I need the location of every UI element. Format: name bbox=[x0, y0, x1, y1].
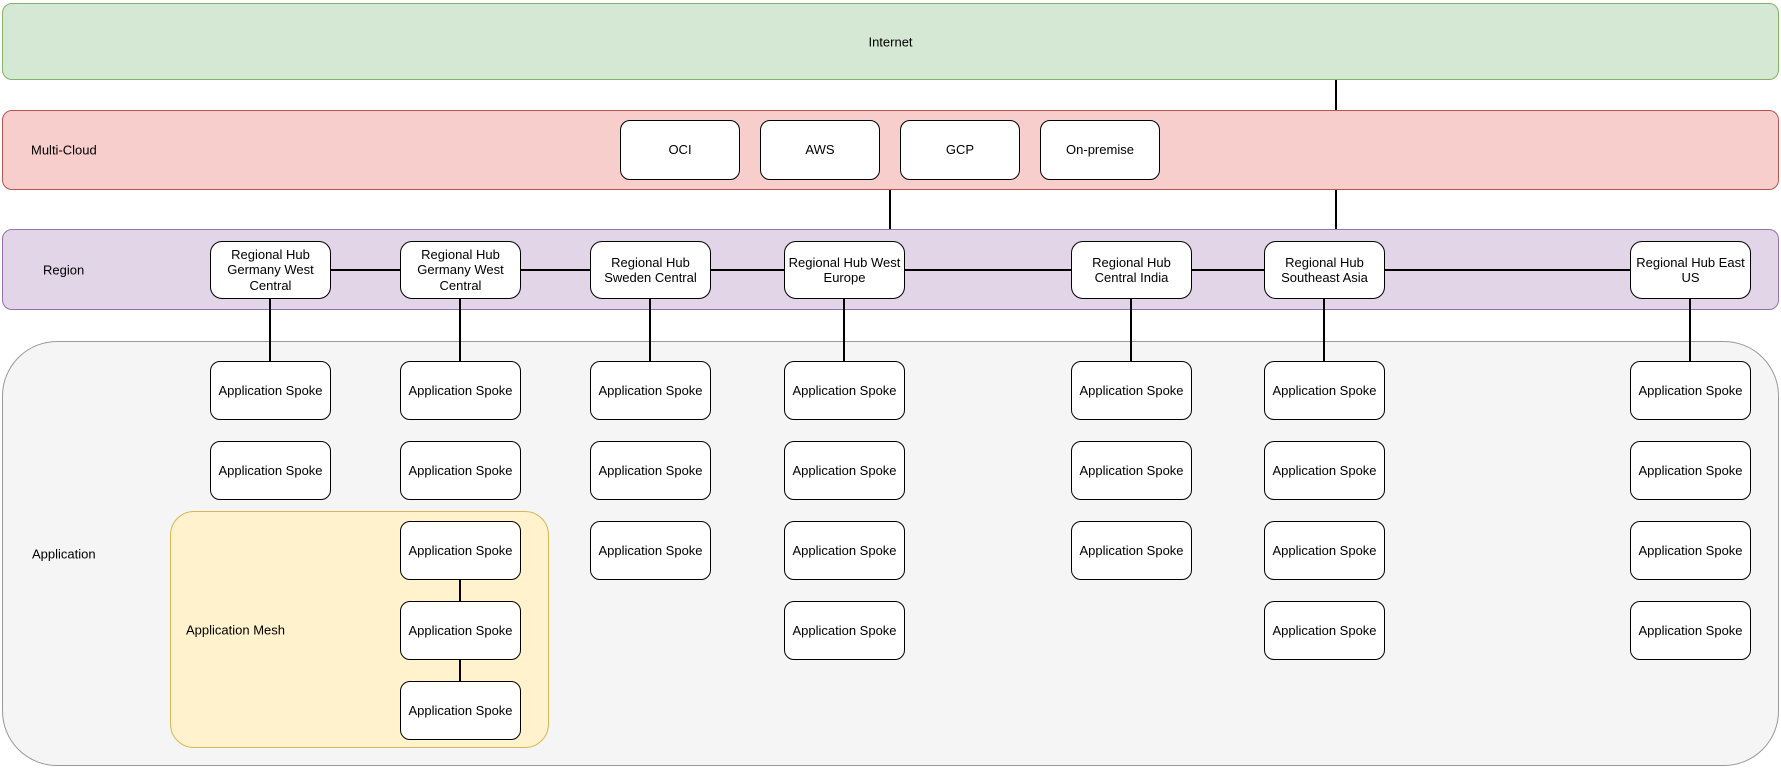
hub-to-spoke-connector bbox=[843, 299, 845, 361]
application-spoke: Application Spoke bbox=[1264, 361, 1385, 420]
application-spoke: Application Spoke bbox=[1071, 521, 1192, 580]
application-spoke: Application Spoke bbox=[1630, 361, 1751, 420]
application-spoke: Application Spoke bbox=[1630, 601, 1751, 660]
application-spoke: Application Spoke bbox=[784, 521, 905, 580]
application-spoke: Application Spoke bbox=[1630, 521, 1751, 580]
multicloud-band: Multi-Cloud bbox=[2, 110, 1779, 190]
application-spoke: Application Spoke bbox=[1071, 441, 1192, 500]
application-spoke: Application Spoke bbox=[400, 361, 521, 420]
regional-hub-southeast-asia: Regional Hub Southeast Asia bbox=[1264, 241, 1385, 299]
hub-to-spoke-connector bbox=[649, 299, 651, 361]
regional-hub-germany-west-central-1: Regional Hub Germany West Central bbox=[210, 241, 331, 299]
hub-to-spoke-connector bbox=[1130, 299, 1132, 361]
hub-chain-segment bbox=[1385, 269, 1630, 271]
regional-hub-sweden-central: Regional Hub Sweden Central bbox=[590, 241, 711, 299]
provider-gcp: GCP bbox=[900, 120, 1020, 180]
regional-hub-germany-west-central-2: Regional Hub Germany West Central bbox=[400, 241, 521, 299]
application-spoke: Application Spoke bbox=[400, 681, 521, 740]
application-spoke: Application Spoke bbox=[400, 521, 521, 580]
application-spoke: Application Spoke bbox=[1264, 441, 1385, 500]
application-spoke: Application Spoke bbox=[400, 441, 521, 500]
hub-chain-segment bbox=[711, 269, 784, 271]
application-spoke: Application Spoke bbox=[1071, 361, 1192, 420]
application-spoke: Application Spoke bbox=[210, 441, 331, 500]
internet-band: Internet bbox=[2, 3, 1779, 80]
application-spoke: Application Spoke bbox=[400, 601, 521, 660]
multicloud-to-region-connector-right bbox=[1335, 190, 1337, 229]
hub-to-spoke-connector bbox=[1689, 299, 1691, 361]
application-spoke: Application Spoke bbox=[1264, 521, 1385, 580]
regional-hub-east-us: Regional Hub East US bbox=[1630, 241, 1751, 299]
application-spoke: Application Spoke bbox=[784, 361, 905, 420]
application-band-label: Application bbox=[32, 546, 96, 561]
application-mesh-label: Application Mesh bbox=[186, 622, 285, 637]
internet-to-multicloud-connector bbox=[1335, 80, 1337, 110]
internet-band-label: Internet bbox=[868, 34, 913, 49]
hub-to-spoke-connector bbox=[269, 299, 271, 361]
hub-chain-segment bbox=[1192, 269, 1264, 271]
application-spoke: Application Spoke bbox=[210, 361, 331, 420]
hub-to-spoke-connector bbox=[459, 299, 461, 361]
region-band-label: Region bbox=[43, 262, 85, 277]
regional-hub-west-europe: Regional Hub West Europe bbox=[784, 241, 905, 299]
hub-chain-segment bbox=[521, 269, 590, 271]
hub-to-spoke-connector bbox=[1323, 299, 1325, 361]
provider-oci: OCI bbox=[620, 120, 740, 180]
regional-hub-central-india: Regional Hub Central India bbox=[1071, 241, 1192, 299]
hub-chain-segment bbox=[905, 269, 1071, 271]
application-spoke: Application Spoke bbox=[1630, 441, 1751, 500]
application-spoke: Application Spoke bbox=[784, 601, 905, 660]
application-spoke: Application Spoke bbox=[590, 361, 711, 420]
application-spoke: Application Spoke bbox=[590, 521, 711, 580]
application-spoke: Application Spoke bbox=[784, 441, 905, 500]
hub-chain-segment bbox=[331, 269, 400, 271]
application-spoke: Application Spoke bbox=[590, 441, 711, 500]
provider-onpremise: On-premise bbox=[1040, 120, 1160, 180]
mesh-spoke-connector bbox=[459, 580, 461, 601]
multicloud-to-region-connector-left bbox=[889, 190, 891, 229]
multicloud-band-label: Multi-Cloud bbox=[31, 142, 97, 158]
application-spoke: Application Spoke bbox=[1264, 601, 1385, 660]
provider-aws: AWS bbox=[760, 120, 880, 180]
mesh-spoke-connector bbox=[459, 660, 461, 681]
